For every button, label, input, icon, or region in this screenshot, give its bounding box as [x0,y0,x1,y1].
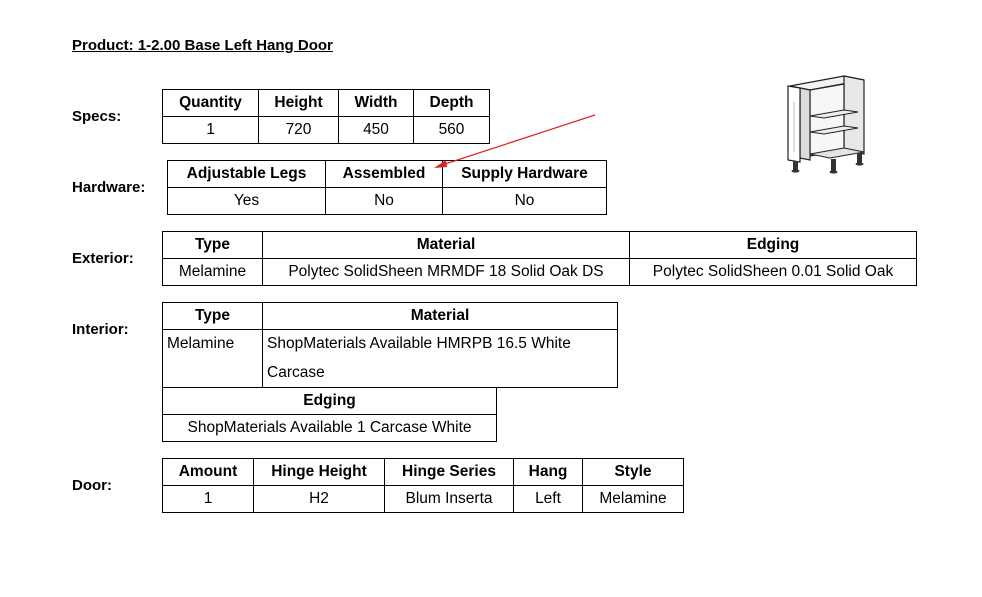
product-title: Product: 1-2.00 Base Left Hang Door [72,37,333,54]
exterior-value-type: Melamine [162,258,263,286]
exterior-value-material: Polytec SolidSheen MRMDF 18 Solid Oak DS [262,258,630,286]
door-header-hang: Hang [513,458,583,486]
exterior-label: Exterior: [72,250,134,267]
interior-table: Type Material Melamine ShopMaterials Ava… [162,302,618,388]
interior-header-edging: Edging [162,387,497,415]
specs-header-height: Height [258,89,339,117]
specs-header-depth: Depth [413,89,490,117]
exterior-header-edging: Edging [629,231,917,259]
hardware-table: Adjustable Legs Assembled Supply Hardwar… [167,160,607,215]
specs-header-width: Width [338,89,414,117]
hardware-header-assembled: Assembled [325,160,443,188]
specs-value-height: 720 [258,116,339,144]
interior-edging-table: Edging ShopMaterials Available 1 Carcase… [162,387,497,442]
hardware-header-supply-hardware: Supply Hardware [442,160,607,188]
door-value-hinge-height: H2 [253,485,385,513]
specs-label: Specs: [72,108,122,125]
hardware-value-adjustable-legs: Yes [167,187,326,215]
door-header-amount: Amount [162,458,254,486]
hardware-value-assembled: No [325,187,443,215]
door-header-hinge-series: Hinge Series [384,458,514,486]
door-value-hang: Left [513,485,583,513]
exterior-header-type: Type [162,231,263,259]
specs-value-depth: 560 [413,116,490,144]
specs-header-quantity: Quantity [162,89,259,117]
exterior-table: Type Material Edging Melamine Polytec So… [162,231,917,286]
exterior-header-material: Material [262,231,630,259]
door-value-style: Melamine [582,485,684,513]
interior-value-type: Melamine [162,329,263,388]
interior-label: Interior: [72,321,129,338]
hardware-value-supply-hardware: No [442,187,607,215]
door-header-hinge-height: Hinge Height [253,458,385,486]
hardware-label: Hardware: [72,179,146,196]
door-table: Amount Hinge Height Hinge Series Hang St… [162,458,684,513]
interior-value-material: ShopMaterials Available HMRPB 16.5 White… [262,329,618,388]
base-cabinet-icon [787,75,865,174]
interior-type-text: Melamine [167,335,235,352]
interior-header-material: Material [262,302,618,330]
interior-value-edging: ShopMaterials Available 1 Carcase White [162,414,497,442]
interior-header-type: Type [162,302,263,330]
specs-value-quantity: 1 [162,116,259,144]
hardware-header-adjustable-legs: Adjustable Legs [167,160,326,188]
door-header-style: Style [582,458,684,486]
door-label: Door: [72,477,112,494]
specs-value-width: 450 [338,116,414,144]
specs-table: Quantity Height Width Depth 1 720 450 56… [162,89,490,144]
door-value-amount: 1 [162,485,254,513]
exterior-value-edging: Polytec SolidSheen 0.01 Solid Oak [629,258,917,286]
door-value-hinge-series: Blum Inserta [384,485,514,513]
interior-material-line2: Carcase [267,363,325,381]
interior-material-line1: ShopMaterials Available HMRPB 16.5 White [267,335,571,352]
